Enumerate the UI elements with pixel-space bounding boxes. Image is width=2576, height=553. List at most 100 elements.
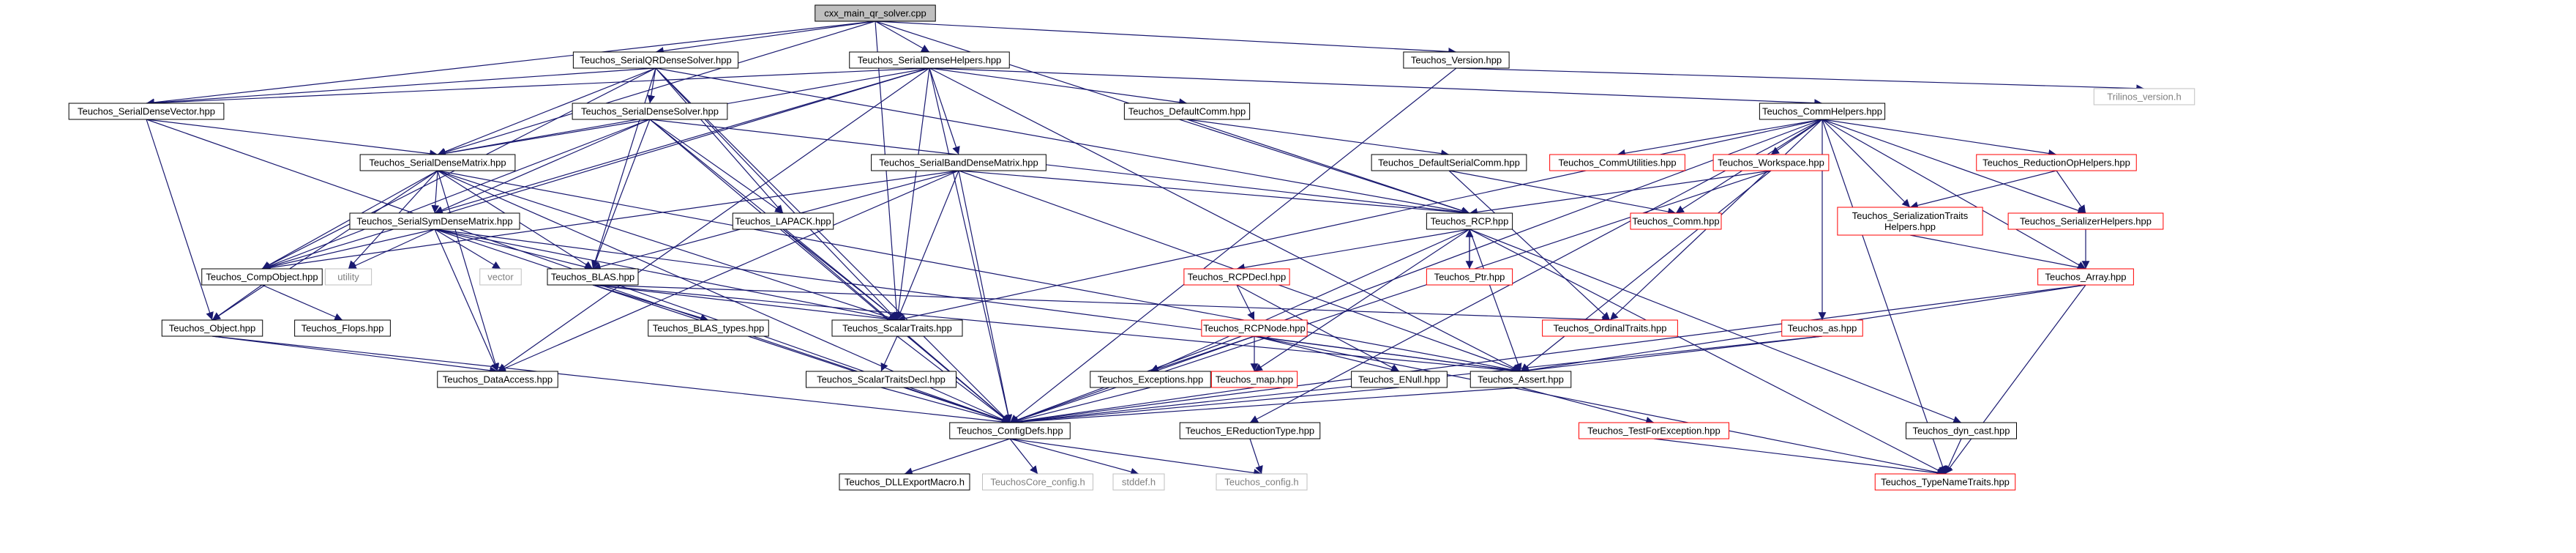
node-box bbox=[1112, 473, 1165, 491]
node-commu[interactable]: Teuchos_CommUtilities.hpp bbox=[1549, 154, 1685, 171]
node-sds[interactable]: Teuchos_SerialDenseSolver.hpp bbox=[572, 103, 728, 120]
node-serh[interactable]: Teuchos_SerializerHelpers.hpp bbox=[2007, 212, 2164, 230]
node-sdv[interactable]: Teuchos_SerialDenseVector.hpp bbox=[68, 103, 225, 120]
node-rcp[interactable]: Teuchos_RCP.hpp bbox=[1426, 212, 1513, 230]
node-dsc[interactable]: Teuchos_DefaultSerialComm.hpp bbox=[1371, 154, 1527, 171]
node-lapack[interactable]: Teuchos_LAPACK.hpp bbox=[732, 212, 834, 230]
edge-compo-flops bbox=[261, 284, 343, 321]
node-sbdm[interactable]: Teuchos_SerialBandDenseMatrix.hpp bbox=[871, 154, 1046, 171]
node-as[interactable]: Teuchos_as.hpp bbox=[1781, 319, 1863, 337]
node-dll[interactable]: Teuchos_DLLExportMacro.h bbox=[839, 473, 970, 491]
node-stddef[interactable]: stddef.h bbox=[1112, 473, 1165, 491]
node-label: TeuchosCore_config.h bbox=[990, 477, 1085, 488]
node-label: Teuchos_OrdinalTraits.hpp bbox=[1554, 323, 1667, 334]
edge-sds-sdm bbox=[437, 119, 651, 157]
node-label: Teuchos_Flops.hpp bbox=[302, 323, 384, 334]
node-compo[interactable]: Teuchos_CompObject.hpp bbox=[201, 268, 323, 286]
node-layer: cxx_main_qr_solver.cppTeuchos_SerialQRDe… bbox=[68, 4, 2195, 491]
node-box bbox=[161, 319, 263, 337]
node-box bbox=[201, 268, 323, 286]
edge-sdh-sdv bbox=[146, 67, 930, 107]
node-ptr[interactable]: Teuchos_Ptr.hpp bbox=[1426, 268, 1513, 286]
edge-sds-compo bbox=[261, 119, 651, 270]
edge-commh-redop bbox=[1821, 119, 2057, 157]
edge-ver-tver bbox=[1456, 67, 2145, 93]
node-box bbox=[1781, 319, 1863, 337]
edge-exc-cfg bbox=[1009, 387, 1151, 425]
node-blas[interactable]: Teuchos_BLAS.hpp bbox=[547, 268, 639, 286]
node-st[interactable]: Teuchos_ScalarTraits.hpp bbox=[831, 319, 963, 337]
node-rcpd[interactable]: Teuchos_RCPDecl.hpp bbox=[1183, 268, 1290, 286]
edge-rcp-map bbox=[1254, 229, 1470, 372]
node-flops[interactable]: Teuchos_Flops.hpp bbox=[294, 319, 391, 337]
edge-sdh-ssdm bbox=[434, 67, 930, 215]
node-ered[interactable]: Teuchos_EReductionType.hpp bbox=[1179, 422, 1321, 439]
node-array[interactable]: Teuchos_Array.hpp bbox=[2037, 268, 2134, 286]
node-defc[interactable]: Teuchos_DefaultComm.hpp bbox=[1123, 103, 1251, 120]
edge-defc-rcp bbox=[1186, 119, 1470, 215]
node-label: stddef.h bbox=[1122, 477, 1156, 488]
node-tcfg[interactable]: Teuchos_config.h bbox=[1216, 473, 1308, 491]
node-label: Teuchos_BLAS.hpp bbox=[551, 272, 634, 283]
edge-cfg-dll bbox=[904, 438, 1011, 475]
node-label: Teuchos_ENull.hpp bbox=[1358, 374, 1440, 385]
edge-rcpd-rcpn bbox=[1236, 284, 1255, 321]
edge-compo-obj bbox=[211, 284, 263, 321]
node-da[interactable]: Teuchos_DataAccess.hpp bbox=[437, 371, 558, 388]
edge-lapack-st bbox=[782, 229, 898, 321]
node-label: Teuchos_LAPACK.hpp bbox=[735, 216, 831, 227]
edge-rcpn-enull bbox=[1254, 335, 1400, 374]
edge-qrds-sds bbox=[647, 67, 656, 104]
edge-commh-commu bbox=[1617, 119, 1823, 157]
node-box bbox=[1179, 422, 1321, 439]
node-enull[interactable]: Teuchos_ENull.hpp bbox=[1351, 371, 1448, 388]
edge-obj-da bbox=[211, 335, 498, 375]
node-tver[interactable]: Trilinos_version.h bbox=[2093, 88, 2195, 105]
node-ordt[interactable]: Teuchos_OrdinalTraits.hpp bbox=[1542, 319, 1678, 337]
node-utility[interactable]: utility bbox=[324, 268, 372, 286]
edge-rcp-assert bbox=[1469, 229, 1522, 372]
node-ver[interactable]: Teuchos_Version.hpp bbox=[1403, 51, 1510, 69]
node-commh[interactable]: Teuchos_CommHelpers.hpp bbox=[1759, 103, 1886, 120]
node-label: Teuchos_RCP.hpp bbox=[1431, 216, 1509, 227]
node-box bbox=[1837, 207, 1983, 236]
node-assert[interactable]: Teuchos_Assert.hpp bbox=[1469, 371, 1572, 388]
node-qrds[interactable]: Teuchos_SerialQRDenseSolver.hpp bbox=[572, 51, 739, 69]
node-box bbox=[1549, 154, 1685, 171]
node-label: Teuchos_SerialBandDenseMatrix.hpp bbox=[879, 157, 1038, 168]
node-comm[interactable]: Teuchos_Comm.hpp bbox=[1630, 212, 1722, 230]
edge-rcp-exc bbox=[1150, 229, 1470, 372]
node-cfg[interactable]: Teuchos_ConfigDefs.hpp bbox=[949, 422, 1071, 439]
node-dyn[interactable]: Teuchos_dyn_cast.hpp bbox=[1906, 422, 2017, 439]
node-obj[interactable]: Teuchos_Object.hpp bbox=[161, 319, 263, 337]
edge-sdh-commh bbox=[929, 67, 1823, 107]
edge-commh-array bbox=[1821, 119, 2086, 270]
node-tcc[interactable]: TeuchosCore_config.h bbox=[982, 473, 1093, 491]
node-tfe[interactable]: Teuchos_TestForException.hpp bbox=[1579, 422, 1729, 439]
edge-sdh-cfg bbox=[929, 67, 1012, 423]
node-ws[interactable]: Teuchos_Workspace.hpp bbox=[1712, 154, 1830, 171]
node-box bbox=[1090, 371, 1211, 388]
edge-commh-sertr bbox=[1821, 119, 1911, 208]
node-blast[interactable]: Teuchos_BLAS_types.hpp bbox=[648, 319, 769, 337]
node-label: Teuchos_map.hpp bbox=[1216, 374, 1293, 385]
node-map[interactable]: Teuchos_map.hpp bbox=[1210, 371, 1298, 388]
edge-sdh-assert bbox=[929, 67, 1521, 372]
node-std[interactable]: Teuchos_ScalarTraitsDecl.hpp bbox=[806, 371, 956, 388]
node-sdh[interactable]: Teuchos_SerialDenseHelpers.hpp bbox=[849, 51, 1010, 69]
node-rcpn[interactable]: Teuchos_RCPNode.hpp bbox=[1201, 319, 1308, 337]
edge-dsc-comm bbox=[1448, 170, 1677, 216]
node-sdm[interactable]: Teuchos_SerialDenseMatrix.hpp bbox=[359, 154, 516, 171]
node-ssdm[interactable]: Teuchos_SerialSymDenseMatrix.hpp bbox=[349, 212, 520, 230]
node-box bbox=[1469, 371, 1572, 388]
node-root[interactable]: cxx_main_qr_solver.cpp bbox=[815, 4, 936, 22]
node-label: Trilinos_version.h bbox=[2107, 92, 2181, 103]
node-label: Teuchos_Workspace.hpp bbox=[1718, 157, 1824, 168]
node-label: Teuchos_SerialQRDenseSolver.hpp bbox=[580, 55, 731, 66]
node-tnt[interactable]: Teuchos_TypeNameTraits.hpp bbox=[1874, 473, 2016, 491]
node-vector[interactable]: vector bbox=[479, 268, 522, 286]
node-exc[interactable]: Teuchos_Exceptions.hpp bbox=[1090, 371, 1211, 388]
node-redop[interactable]: Teuchos_ReductionOpHelpers.hpp bbox=[1976, 154, 2137, 171]
